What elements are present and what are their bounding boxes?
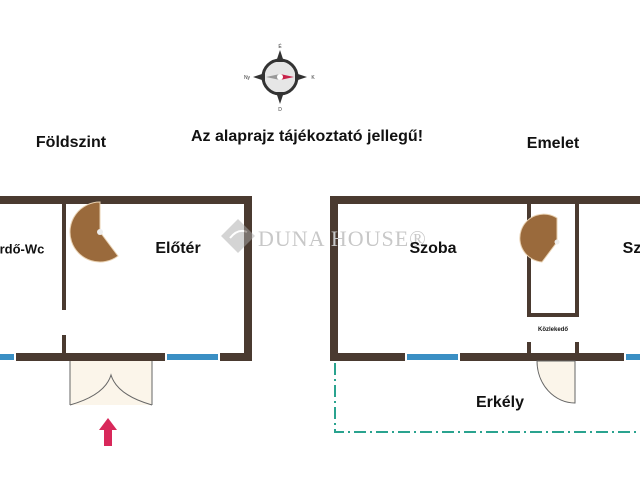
spiral-stair-upper — [519, 213, 560, 263]
room-bathroom-label: rdő-Wc — [0, 241, 45, 257]
balcony-label: Erkély — [475, 394, 525, 411]
entrance-arrow-icon — [99, 418, 117, 446]
upper-floor-walls — [330, 196, 640, 361]
room-szoba2-label: Sz — [622, 240, 640, 257]
room-szoba-label: Szoba — [409, 240, 457, 257]
compass-icon: É K D Ny — [244, 43, 315, 113]
duna-house-logo — [221, 219, 255, 253]
watermark-text: DUNA HOUSE® — [258, 226, 427, 251]
upper-floor-windows — [407, 354, 640, 360]
room-hall-label: Előtér — [155, 240, 201, 257]
balcony-door — [536, 360, 576, 404]
ground-floor-windows — [0, 354, 218, 360]
compass-north: É — [278, 43, 282, 50]
compass-east: K — [311, 75, 315, 81]
ground-floor-walls — [0, 196, 252, 361]
spiral-stair-ground — [69, 201, 119, 263]
entrance-door — [69, 361, 153, 406]
upper-floor-title: Emelet — [526, 135, 580, 152]
compass-west: Ny — [244, 75, 251, 81]
balcony-outline — [334, 363, 640, 433]
ground-floor-title: Földszint — [35, 134, 107, 151]
corridor-label: Közlekedő — [537, 327, 569, 333]
disclaimer-notice: Az alaprajz tájékoztató jellegű! — [190, 128, 424, 145]
compass-south: D — [278, 107, 282, 113]
